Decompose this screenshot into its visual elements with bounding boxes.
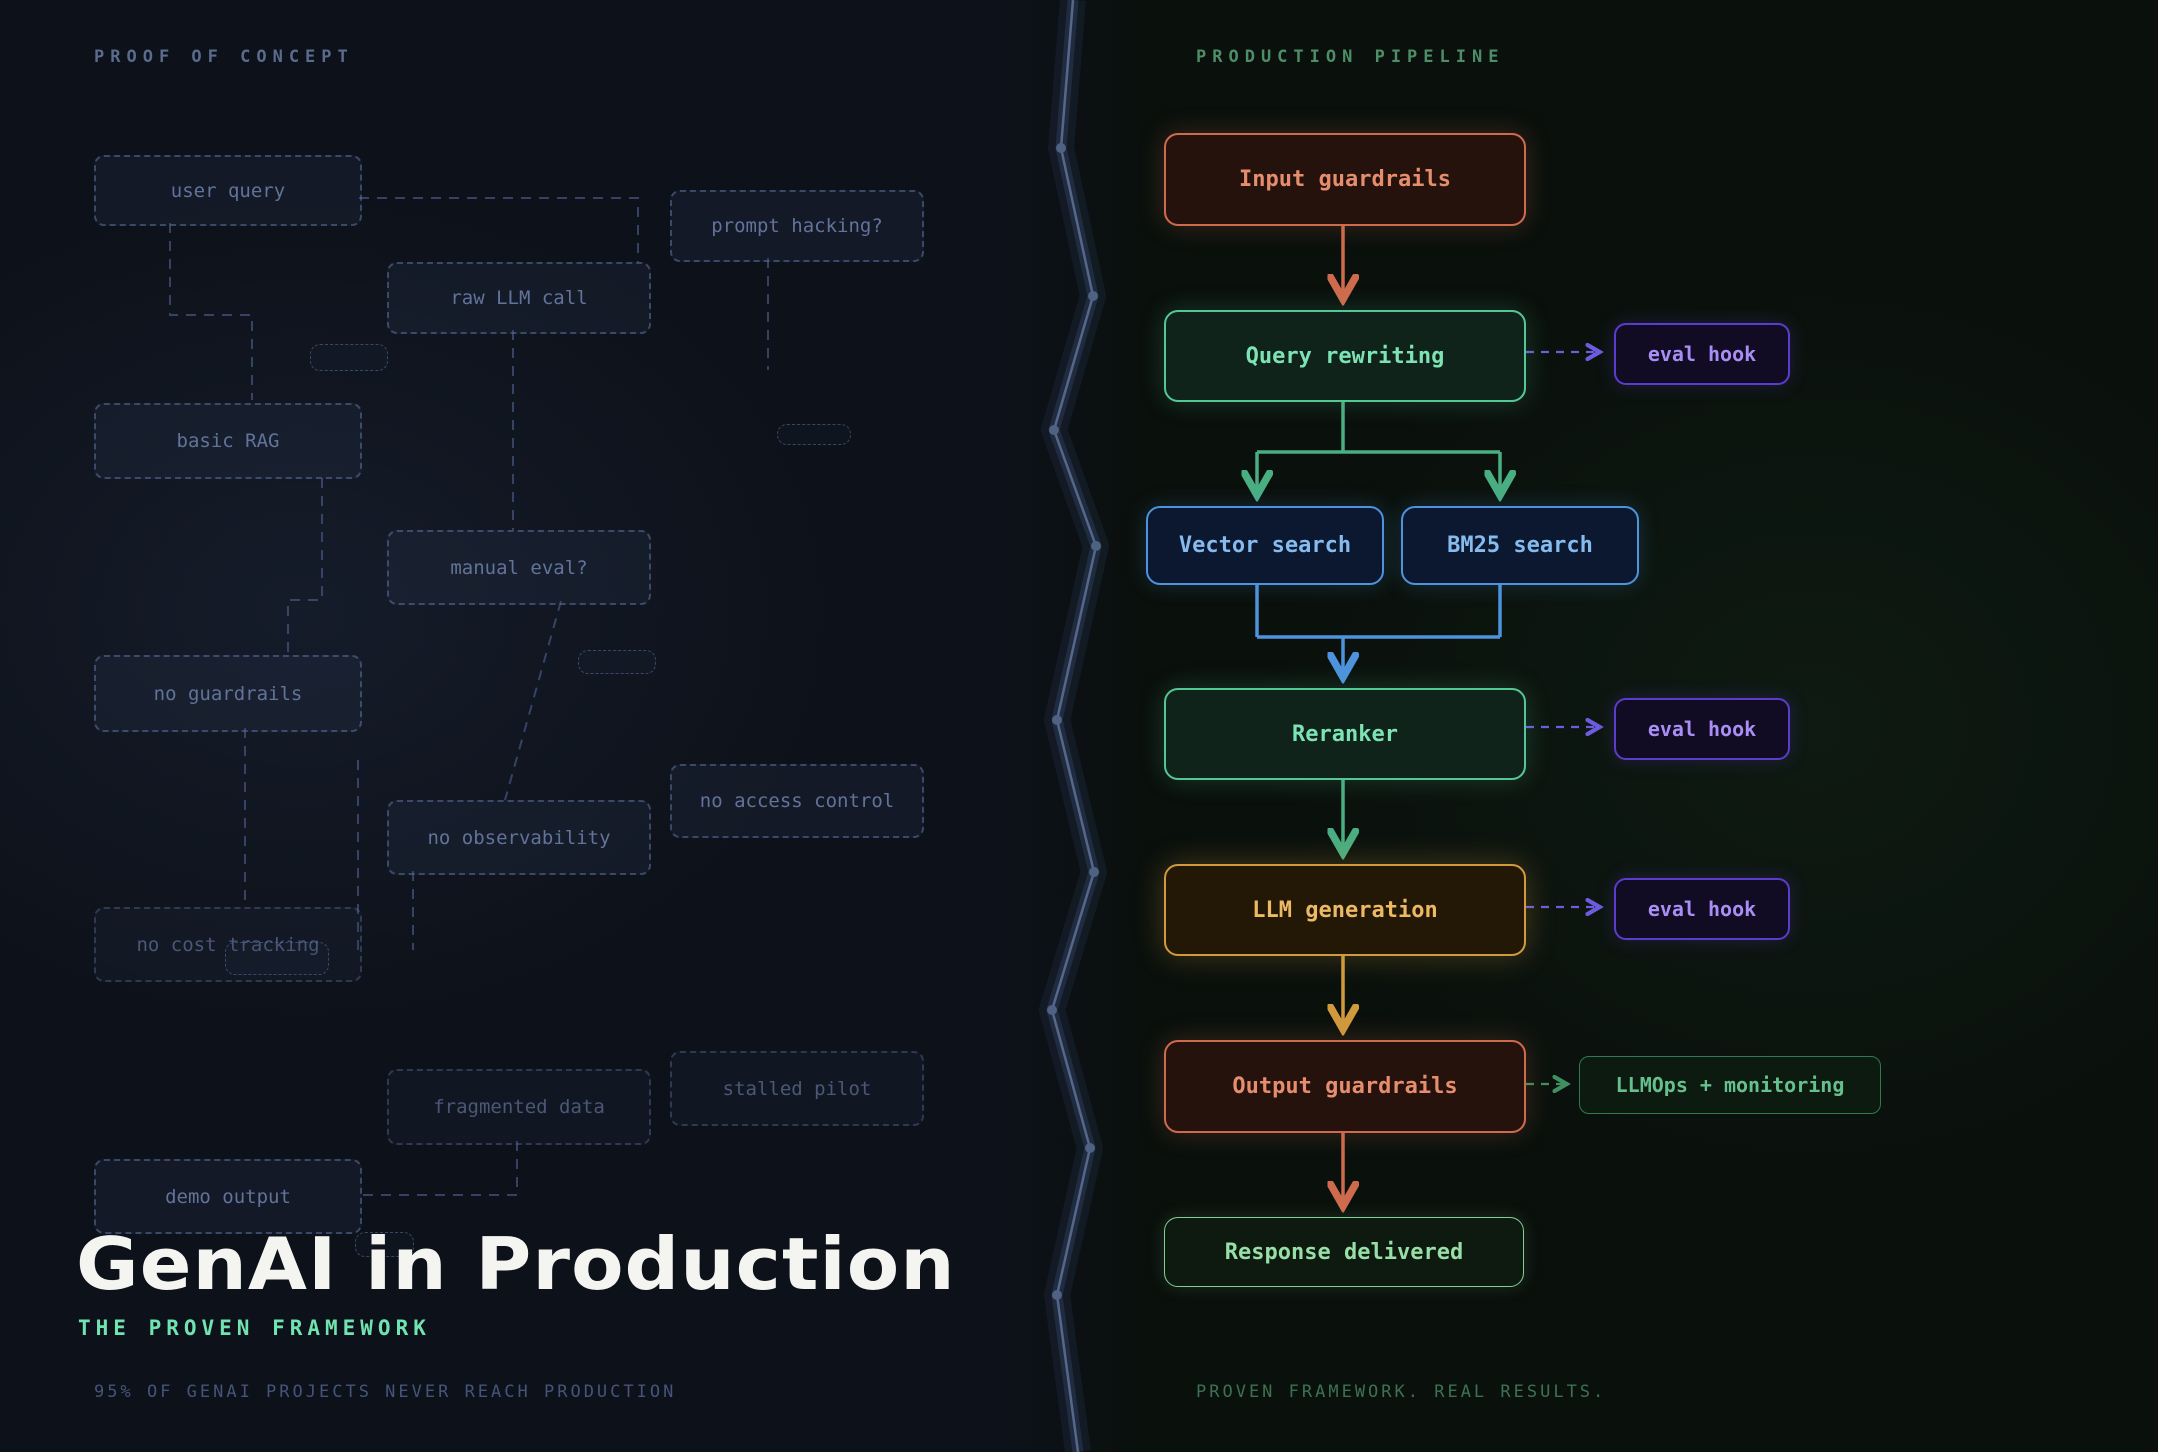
node-label: eval hook (1647, 897, 1757, 921)
poc-fragment-box (310, 344, 388, 371)
poc-fragment-box (355, 1232, 414, 1257)
node-label: LLM generation (1252, 897, 1438, 923)
pipeline-node-llmops-monitoring: LLMOps + monitoring (1579, 1056, 1881, 1114)
pipeline-node-response-delivered: Response delivered (1164, 1217, 1524, 1287)
node-label: Input guardrails (1239, 167, 1451, 192)
page-subtitle: THE PROVEN FRAMEWORK (78, 1316, 431, 1340)
poc-box-stalled-pilot: stalled pilot (670, 1051, 924, 1126)
poc-fragment-box (225, 942, 329, 975)
poc-box-label: prompt hacking? (711, 215, 883, 237)
poc-box-raw-llm-call: raw LLM call (387, 262, 651, 334)
node-label: Vector search (1178, 533, 1352, 558)
poc-fragment-box (777, 424, 851, 445)
pipeline-node-eval-hook-2: eval hook (1614, 698, 1790, 760)
poc-box-manual-eval: manual eval? (387, 530, 651, 605)
poc-box-label: user query (170, 179, 286, 202)
poc-box-label: raw LLM call (450, 287, 588, 309)
node-label: Response delivered (1224, 1239, 1464, 1265)
poc-box-no-observability: no observability (387, 800, 651, 875)
poc-box-no-access-control: no access control (670, 764, 924, 838)
poc-section-header: PROOF OF CONCEPT (94, 47, 354, 67)
node-label: Query rewriting (1245, 343, 1445, 369)
poc-box-prompt-hacking: prompt hacking? (670, 190, 924, 262)
poc-box-label: stalled pilot (722, 1077, 872, 1100)
pipeline-node-input-guardrails: Input guardrails (1164, 133, 1526, 226)
poc-box-label: fragmented data (433, 1096, 605, 1118)
poc-box-fragmented-data: fragmented data (387, 1069, 651, 1145)
pipeline-node-output-guardrails: Output guardrails (1164, 1040, 1526, 1133)
poc-box-basic-rag: basic RAG (94, 403, 362, 479)
poc-box-label: basic RAG (176, 430, 280, 452)
pipeline-section-header: PRODUCTION PIPELINE (1196, 47, 1505, 67)
poc-box-demo-output: demo output (94, 1159, 362, 1234)
poc-box-label: no observability (427, 826, 611, 849)
poc-fragment-box (578, 650, 656, 674)
node-label: BM25 search (1447, 533, 1593, 558)
pipeline-node-reranker: Reranker (1164, 688, 1526, 780)
pipeline-node-eval-hook-1: eval hook (1614, 323, 1790, 385)
poc-footer-stat: 95% OF GENAI PROJECTS NEVER REACH PRODUC… (94, 1382, 677, 1402)
pipeline-node-eval-hook-3: eval hook (1614, 878, 1790, 940)
node-label: Output guardrails (1232, 1074, 1458, 1099)
page-title: GenAI in Production (76, 1222, 956, 1306)
poc-box-label: no access control (699, 790, 895, 812)
poc-box-label: demo output (165, 1185, 291, 1208)
pipeline-node-query-rewriting: Query rewriting (1164, 310, 1526, 402)
pipeline-node-llm-generation: LLM generation (1164, 864, 1526, 956)
node-label: eval hook (1647, 717, 1757, 741)
pipeline-node-bm25-search: BM25 search (1401, 506, 1639, 585)
poc-box-label: manual eval? (450, 556, 588, 579)
poc-box-label: no guardrails (153, 682, 303, 705)
node-label: eval hook (1647, 342, 1757, 366)
node-label: LLMOps + monitoring (1615, 1073, 1845, 1097)
node-label: Reranker (1292, 721, 1398, 747)
pipeline-footer-note: PROVEN FRAMEWORK. REAL RESULTS. (1196, 1382, 1607, 1402)
poc-box-user-query: user query (94, 155, 362, 226)
pipeline-node-vector-search: Vector search (1146, 506, 1384, 585)
poc-box-no-guardrails: no guardrails (94, 655, 362, 732)
